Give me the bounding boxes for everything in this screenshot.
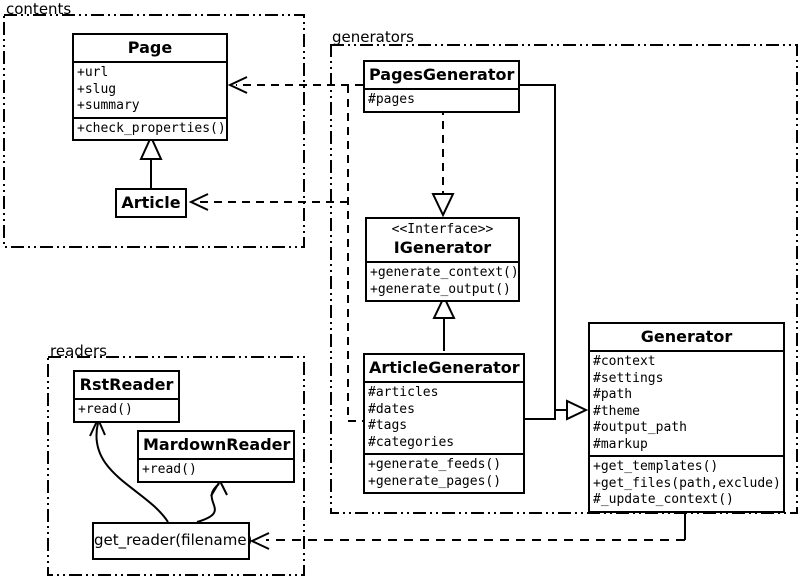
class-rstreader-title: RstReader xyxy=(75,372,178,400)
attribute: #theme xyxy=(593,403,640,419)
class-igenerator-title: <<Interface>> IGenerator xyxy=(367,219,518,263)
class-page: Page +url +slug +summary +check_properti… xyxy=(72,33,228,141)
attribute: #output_path xyxy=(593,420,687,435)
open-arrowhead-getreader xyxy=(249,532,270,550)
class-rstreader: RstReader +read() xyxy=(73,370,180,423)
method: +generate_context() xyxy=(370,265,519,280)
attribute: #settings xyxy=(593,370,664,386)
method: +check_properties() xyxy=(77,120,226,136)
function-get-reader: get_reader(filename) xyxy=(92,522,253,560)
attribute: +summary xyxy=(77,98,140,113)
attribute: +url xyxy=(77,65,109,80)
class-pagesgenerator-attributes: #pages xyxy=(365,90,518,111)
edge-getreader-to-rstreader xyxy=(95,422,169,523)
open-arrowhead-article xyxy=(188,193,209,211)
attribute: #articles xyxy=(368,385,439,400)
attribute: +slug xyxy=(77,81,117,97)
method: +read() xyxy=(78,402,133,417)
class-page-title: Page xyxy=(74,35,226,63)
attribute: #tags xyxy=(368,418,408,433)
class-generator-attributes: #context #settings #path #theme #output_… xyxy=(590,352,783,455)
method: +get_templates() xyxy=(593,459,719,474)
class-articlegenerator: ArticleGenerator #articles #dates #tags … xyxy=(363,353,525,494)
attribute: #pages xyxy=(368,92,415,107)
method: +get_files(path,exclude) xyxy=(593,475,781,491)
class-mardownreader: MardownReader +read() xyxy=(137,430,295,483)
method: +generate_feeds() xyxy=(368,457,502,472)
class-generator-methods: +get_templates() +get_files(path,exclude… xyxy=(590,455,783,511)
function-get-reader-label: get_reader(filename) xyxy=(94,531,253,549)
class-article-title: Article xyxy=(121,193,181,212)
class-page-methods: +check_properties() xyxy=(74,116,226,140)
attribute: #markup xyxy=(593,436,648,452)
class-article: Article xyxy=(115,188,187,218)
attribute: #categories xyxy=(368,434,455,450)
inheritance-triangle-generator xyxy=(566,399,589,421)
class-igenerator-stereotype: <<Interface>> xyxy=(391,222,494,237)
package-label-contents: contents xyxy=(6,0,72,18)
class-page-attributes: +url +slug +summary xyxy=(74,63,226,117)
inheritance-triangle-page xyxy=(139,134,163,160)
package-generators-border xyxy=(330,44,798,514)
class-articlegenerator-methods: +generate_feeds() +generate_pages() xyxy=(365,453,523,492)
class-articlegenerator-title: ArticleGenerator xyxy=(365,355,523,383)
attribute: #dates xyxy=(368,401,415,417)
edge-generators-inherit-generator xyxy=(520,84,556,420)
class-igenerator-methods: +generate_context() +generate_output() xyxy=(367,263,519,300)
class-mardownreader-title: MardownReader xyxy=(139,432,293,460)
inheritance-triangle-igenerator-bottom xyxy=(432,294,456,319)
class-generator: Generator #context #settings #path #them… xyxy=(588,322,785,513)
class-igenerator: <<Interface>> IGenerator +generate_conte… xyxy=(365,217,520,302)
class-pagesgenerator: PagesGenerator #pages xyxy=(363,60,520,113)
class-pagesgenerator-title: PagesGenerator xyxy=(365,62,518,90)
package-readers-border xyxy=(47,356,305,576)
attribute: #context xyxy=(593,354,656,369)
class-articlegenerator-attributes: #articles #dates #tags #categories xyxy=(365,383,523,453)
attribute: #path xyxy=(593,387,633,402)
method: +generate_pages() xyxy=(368,473,502,489)
realization-triangle-igenerator-top xyxy=(431,193,455,218)
method: +read() xyxy=(142,462,197,477)
open-arrowhead-page xyxy=(227,76,248,94)
class-mardownreader-methods: +read() xyxy=(139,460,293,481)
method: +generate_output() xyxy=(370,281,511,297)
class-igenerator-name: IGenerator xyxy=(393,238,492,257)
method: #_update_context() xyxy=(593,492,734,507)
class-rstreader-methods: +read() xyxy=(75,400,178,421)
class-generator-title: Generator xyxy=(590,324,783,352)
package-label-generators: generators xyxy=(332,28,414,46)
package-contents-border xyxy=(3,14,305,248)
package-label-readers: readers xyxy=(50,342,107,360)
